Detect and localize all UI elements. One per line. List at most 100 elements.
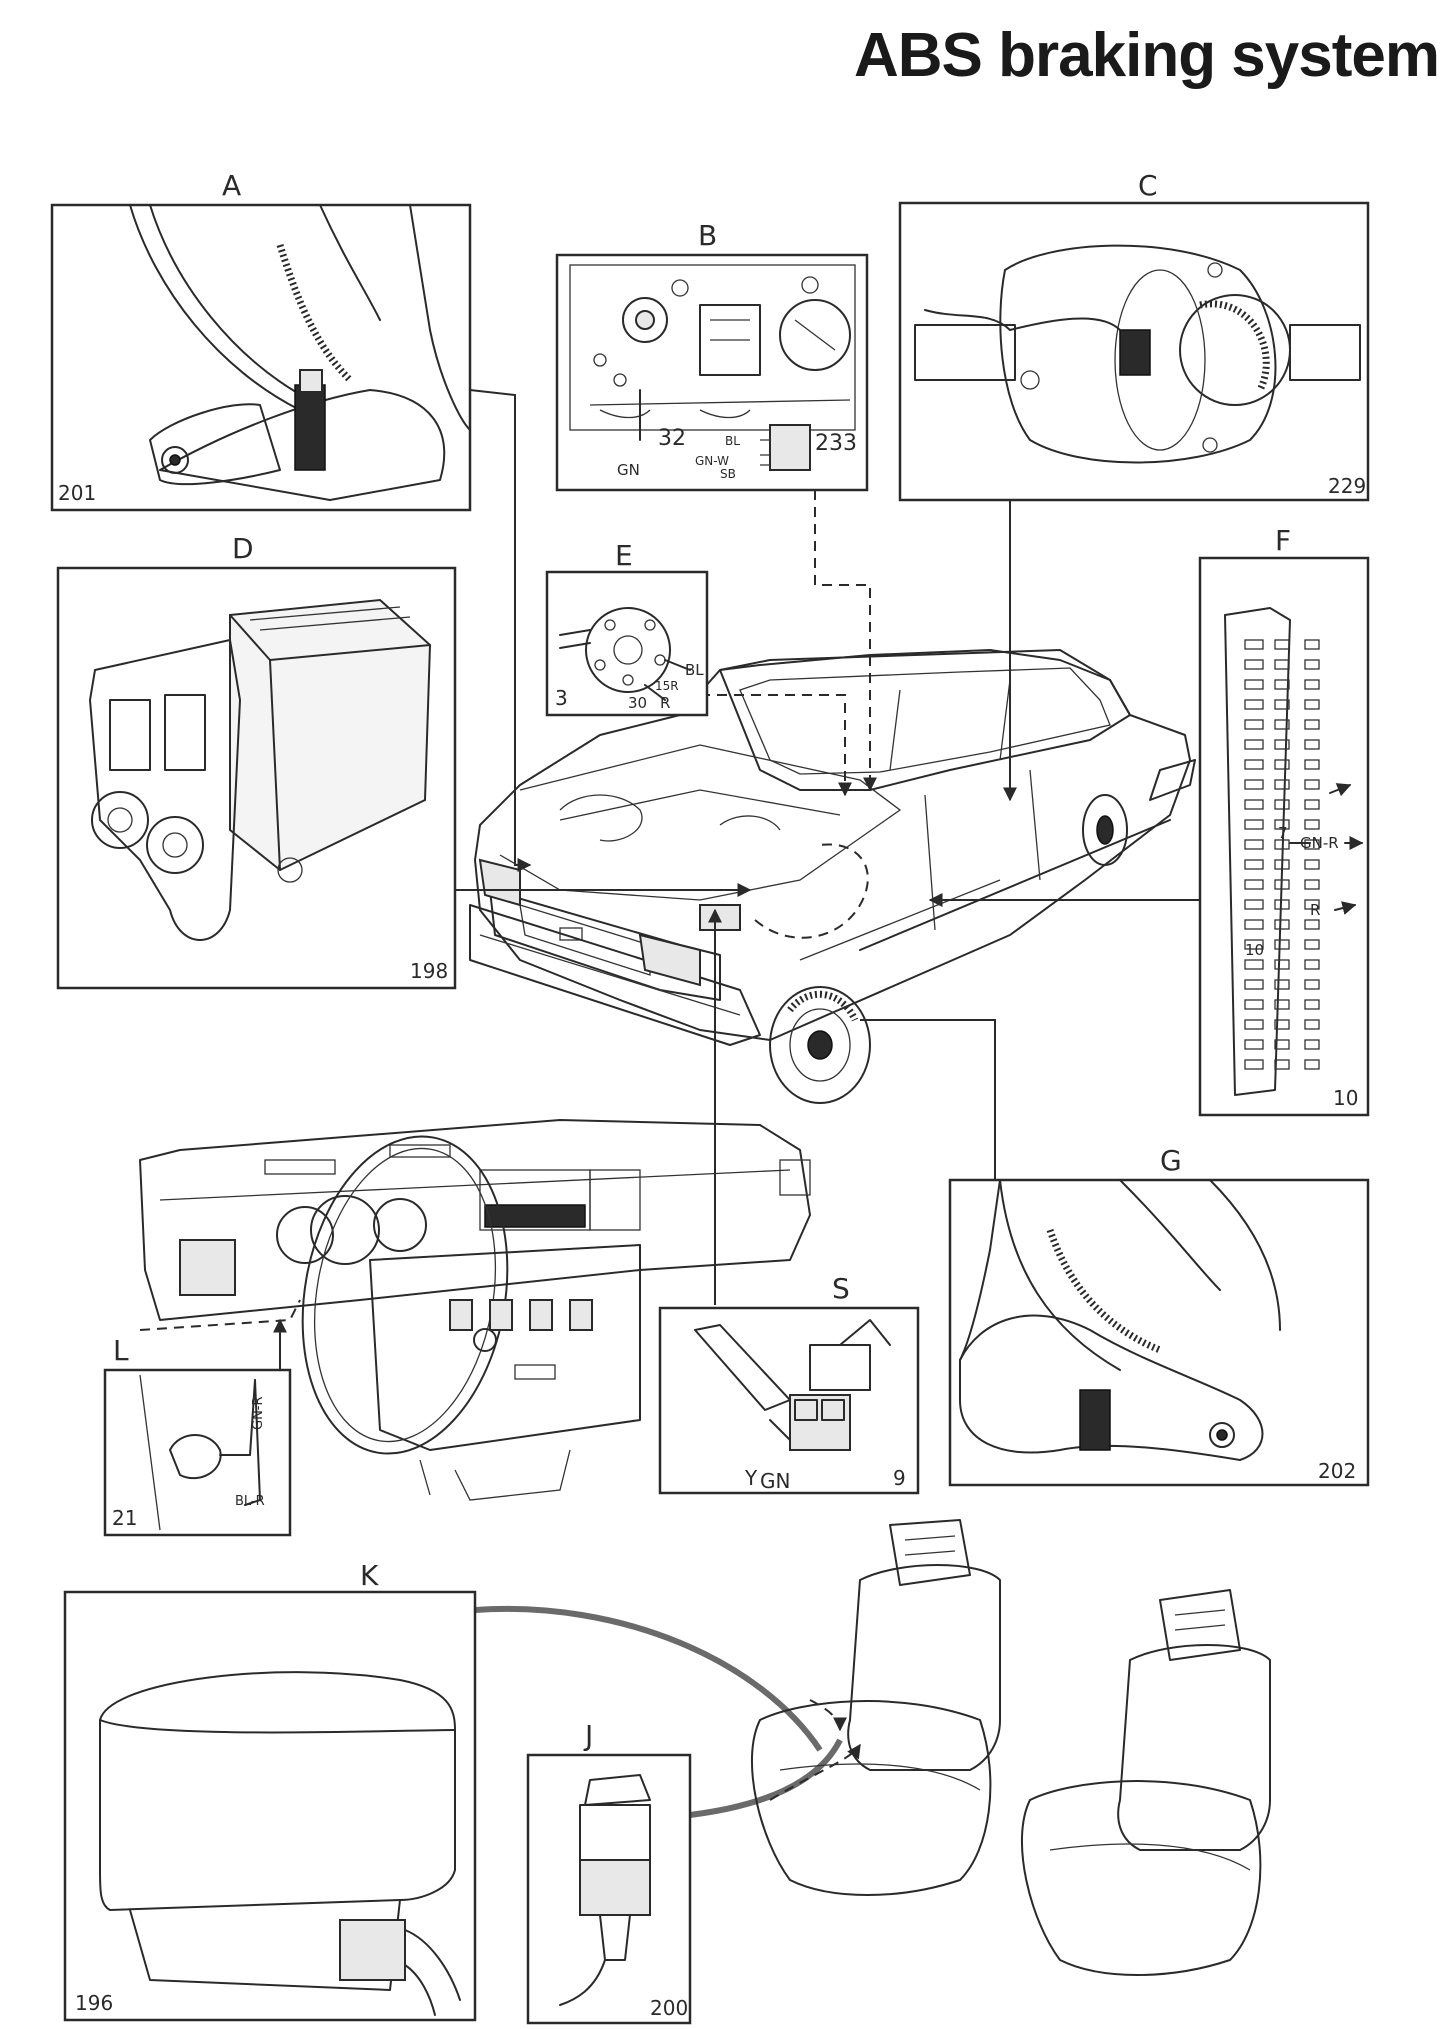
fuse-pin (1304, 979, 1320, 990)
fuse-pin (1244, 659, 1264, 670)
fuse-pin (1274, 839, 1290, 850)
fuse-pin (1304, 939, 1320, 950)
fuse-pin (1304, 779, 1320, 790)
fuse-pin (1304, 1039, 1320, 1050)
fuse-pin (1304, 959, 1320, 970)
fuse-pin (1244, 639, 1264, 650)
svg-text:BL: BL (725, 434, 740, 448)
fuse-pin (1244, 1039, 1264, 1050)
svg-text:S: S (832, 1272, 850, 1305)
fuse-pin (1244, 739, 1264, 750)
fuse-pin (1274, 659, 1290, 670)
page-title: ABS braking system (854, 21, 1440, 90)
fuse-pin (1244, 1019, 1264, 1030)
fuse-pin (1274, 859, 1290, 870)
leader-lines (273, 389, 1200, 1818)
fuse-pin (1304, 919, 1320, 930)
svg-text:F: F (1275, 524, 1291, 557)
panel-d: D 198 (56, 532, 457, 990)
svg-text:GN: GN (617, 461, 640, 479)
fuse-pin (1274, 879, 1290, 890)
fuse-pin (1304, 1019, 1320, 1030)
fuse-pin (1304, 679, 1320, 690)
panel-a: A 201 (50, 169, 472, 512)
fuse-pin (1304, 719, 1320, 730)
fuse-pin (1274, 1019, 1290, 1030)
panel-j: J 200 (526, 1719, 692, 2025)
svg-text:229: 229 (1328, 474, 1366, 498)
svg-text:200: 200 (650, 1996, 688, 2020)
fuse-pin (1274, 939, 1290, 950)
panel-f: F GN-R R 7 10 10 (1198, 524, 1370, 1117)
svg-text:K: K (360, 1559, 379, 1592)
fuse-pin (1304, 999, 1320, 1010)
fuse-pin (1304, 1059, 1320, 1070)
fuse-pin (1274, 979, 1290, 990)
fuse-pin (1274, 1059, 1290, 1070)
svg-text:7: 7 (1278, 824, 1288, 842)
svg-text:D: D (232, 532, 254, 565)
svg-text:202: 202 (1318, 1459, 1356, 1483)
fuse-pin (1304, 819, 1320, 830)
svg-text:L: L (113, 1334, 129, 1367)
fuse-pin (1274, 899, 1290, 910)
svg-text:21: 21 (112, 1506, 137, 1530)
fuse-pin (1274, 679, 1290, 690)
fuse-pin (1244, 859, 1264, 870)
car-illustration (469, 649, 1196, 1104)
svg-text:9: 9 (893, 1466, 906, 1490)
fuse-pin (1244, 839, 1264, 850)
seat-front (750, 1519, 1001, 1896)
fuse-pin (1274, 779, 1290, 790)
fuse-pin (1244, 919, 1264, 930)
fuse-pin (1274, 739, 1290, 750)
fuse-pin (1244, 959, 1264, 970)
svg-text:SB: SB (720, 467, 736, 481)
seat-rear (1020, 1589, 1271, 1976)
svg-text:BL: BL (685, 661, 704, 679)
fuse-pin (1244, 759, 1264, 770)
fuse-pin (1244, 979, 1264, 990)
fuse-pin (1304, 899, 1320, 910)
fuse-pin (1244, 1059, 1264, 1070)
panel-c: C 229 (898, 169, 1370, 502)
fuse-pin (1244, 939, 1264, 950)
svg-text:J: J (583, 1719, 593, 1752)
svg-text:GN: GN (760, 1469, 790, 1493)
fuse-pin (1274, 639, 1290, 650)
fuse-pin (1244, 719, 1264, 730)
fuse-pin (1244, 999, 1264, 1010)
svg-text:10: 10 (1333, 1086, 1358, 1110)
fuse-pin (1244, 779, 1264, 790)
panel-k: K 196 (63, 1559, 477, 2022)
fuse-pin (1274, 699, 1290, 710)
svg-text:GN-R: GN-R (1300, 834, 1339, 852)
svg-text:G: G (1160, 1144, 1182, 1177)
panel-b: B GN 32 233 BL GN-W SB (555, 219, 869, 492)
svg-text:E: E (615, 539, 633, 572)
fuse-pin (1244, 899, 1264, 910)
fuse-pin (1274, 999, 1290, 1010)
panel-e: E BL 15R R 30 3 (545, 539, 709, 717)
fuse-pin (1244, 799, 1264, 810)
panel-l: L GN-R BL-R 21 (103, 1334, 292, 1537)
fuse-pin (1304, 639, 1320, 650)
fuse-pin (1274, 819, 1290, 830)
fuse-pin (1274, 719, 1290, 730)
fuse-pin (1304, 879, 1320, 890)
svg-text:196: 196 (75, 1991, 113, 2015)
fuse-pin (1274, 759, 1290, 770)
svg-text:30: 30 (628, 694, 647, 712)
fuse-pin (1304, 759, 1320, 770)
svg-text:BL-R: BL-R (235, 1494, 265, 1509)
svg-text:233: 233 (815, 431, 857, 456)
svg-text:Y: Y (744, 1466, 758, 1490)
fuse-pin (1274, 799, 1290, 810)
svg-text:GN-R: GN-R (251, 1396, 266, 1430)
svg-text:201: 201 (58, 481, 96, 505)
svg-text:3: 3 (555, 686, 568, 710)
panel-g: G 202 (948, 1144, 1370, 1487)
fuse-pin (1304, 799, 1320, 810)
fuse-pin (1304, 739, 1320, 750)
